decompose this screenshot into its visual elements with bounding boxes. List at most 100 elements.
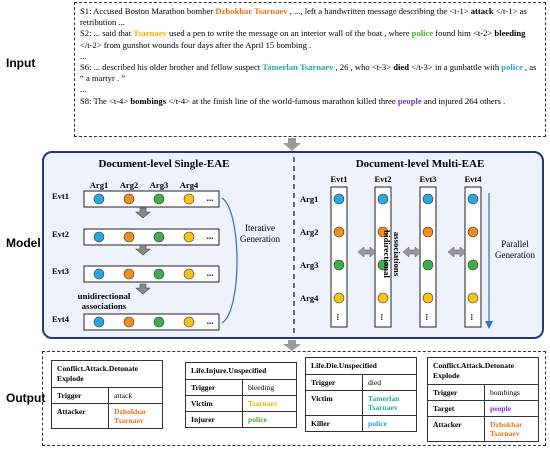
single-evt3-label: Evt3 [52,266,69,276]
single-evt1-arg4-node [183,193,195,205]
single-evt1-row [83,190,220,208]
multi-evt2-arg1-node [377,193,389,205]
multi-evt1-label: Evt1 [331,174,348,184]
output-role-cell: Victim [186,396,243,411]
multi-evt3-arg1-node [422,193,434,205]
iterative-label-2: Generation [240,234,280,244]
single-arg2-label: Arg2 [120,180,138,190]
single-evt2-arg2-node [123,231,135,243]
single-evt2-arg4-node [183,231,195,243]
parallel-arrow-head [485,321,493,329]
multi-evt1-column [330,186,348,328]
output-argument-cell: bleeding [248,383,275,392]
flow-arrow-model-to-output [283,340,301,351]
output-section-label: Output [6,391,46,405]
ellipsis-1: ... [80,50,87,61]
ellipsis-2: ... [80,84,87,95]
input-section-label: Input [6,56,36,70]
multi-evt3-arg4-node [422,292,434,304]
single-evt2-more: ... [207,231,214,241]
multi-evt1-more: ... [335,314,345,321]
multi-evt4-label: Evt4 [465,174,483,184]
single-evt4-arg1-node [93,316,105,328]
output-table-row: Attacker Dzhokhar Tsarnaev [52,404,162,428]
output-role-cell: Killer [306,416,363,431]
single-evt3-arg4-node [183,268,195,280]
output-table-event-type: Life.Injure.Unspecified [186,363,296,380]
single-evt2-row [83,228,220,246]
multi-evt2-column [374,186,392,328]
single-evt1-arg2-node [123,193,135,205]
output-table-event-type: Conflict.Attack.Detonate Explode [52,361,162,388]
input-box [74,2,546,137]
single-evt1-label: Evt1 [52,191,69,201]
bidirectional-label-1: bidirectional [382,230,392,278]
single-evt4-arg2-node [123,316,135,328]
output-role-cell: Trigger [306,375,363,390]
single-evt4-label: Evt4 [52,314,70,324]
sentence-s8: S8: The <t-4> bombings </t-4> at the fin… [80,95,506,106]
single-evt2-arg3-node [153,231,165,243]
multi-evt3-arg3-node [422,259,434,271]
output-argument-cell: bombings [490,388,520,397]
sentence-s6: S6: ... described his older brother and … [80,62,537,84]
unidirectional-label-2: associations [82,301,127,311]
single-evt3-more: ... [207,268,214,278]
output-argument-cell: Dzhokhar Tsarnaev [114,407,147,425]
output-argument-cell: police [368,419,387,428]
single-evt3-arg1-node [93,268,105,280]
multi-evt2-arg2-node [377,226,389,238]
multi-evt1-arg2-node [333,226,345,238]
bidirectional-arrows [357,246,467,258]
iterative-arc [221,197,238,324]
parallel-label-1: Parallel [501,239,529,249]
flow-arrow-input-to-model [283,138,301,151]
output-role-cell: Trigger [52,388,109,403]
output-role-cell: Attacker [428,417,485,441]
multi-evt2-arg4-node [377,292,389,304]
down-arrow-1 [135,207,151,219]
single-evt3-arg2-node [123,268,135,280]
single-evt4-arg3-node [153,316,165,328]
multi-evt2-more: ... [379,314,389,321]
single-evt1-more: ... [207,193,214,203]
single-evt1-arg1-node [93,193,105,205]
multi-evt4-column [464,186,482,328]
single-arg3-label: Arg3 [150,180,168,190]
multi-arg2-label: Arg2 [300,227,318,237]
multi-arg4-label: Arg4 [300,293,319,303]
output-role-cell: Victim [306,391,363,415]
output-role-cell: Attacker [52,404,109,428]
multi-evt3-more: ... [424,314,434,321]
multi-evt4-arg3-node [467,259,479,271]
multi-evt1-arg1-node [333,193,345,205]
output-argument-cell: police [248,415,267,424]
output-argument-cell: Tamerlan Tsarnaev [368,394,400,412]
output-table-row: Trigger died [306,375,416,391]
multi-arg3-label: Arg3 [300,260,318,270]
multi-evt4-arg4-node [467,292,479,304]
multi-eae-title: Document-level Multi-EAE [356,158,485,170]
multi-evt1-arg3-node [333,259,345,271]
output-table-event-type: Life.Die.Unspecified [306,358,416,375]
down-arrow-2 [135,244,151,256]
output-argument-cell: died [368,378,382,387]
single-evt2-arg1-node [93,231,105,243]
multi-evt3-arg2-node [422,226,434,238]
single-eae-title: Document-level Single-EAE [98,158,229,170]
single-evt2-label: Evt2 [52,229,69,239]
single-evt3-arg3-node [153,268,165,280]
output-table-event-type: Conflict.Attack.Detonate Explode [428,358,538,385]
single-arg4-label: Arg4 [180,180,199,190]
sentence-s1: S1: Accused Boston Marathon bomber Dzhok… [80,6,527,28]
single-evt4-more: ... [207,316,214,326]
multi-evt4-arg1-node [467,193,479,205]
model-section-label: Model [6,236,41,250]
